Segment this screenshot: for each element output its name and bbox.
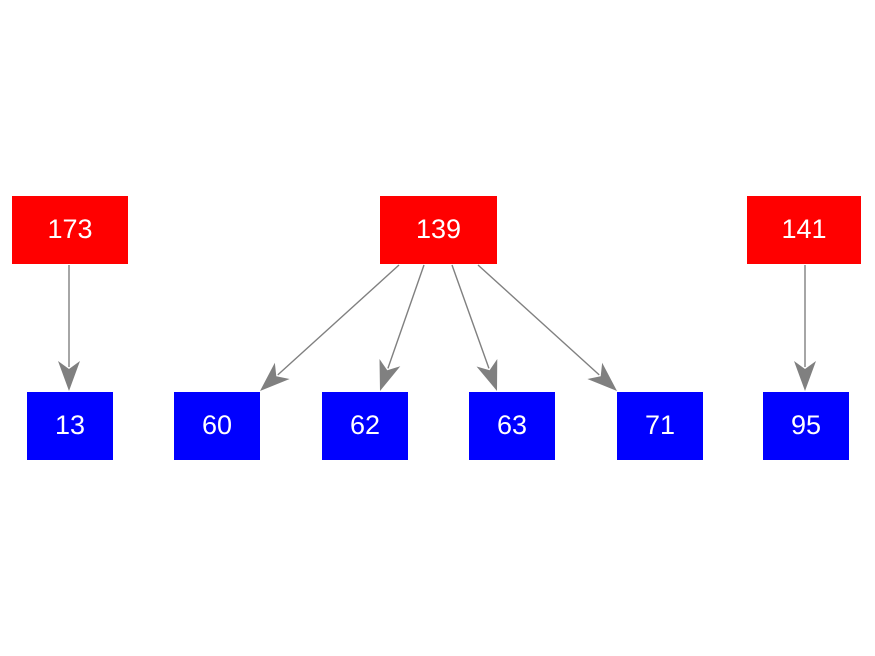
graph-node-139[interactable]: 139 — [380, 196, 497, 264]
graph-node-62[interactable]: 62 — [322, 392, 408, 460]
graph-node-label: 139 — [415, 213, 462, 244]
graph-node-141[interactable]: 141 — [747, 196, 861, 264]
graph-node-label: 63 — [496, 409, 528, 440]
edge-line — [387, 264, 425, 369]
edge-139-to-62 — [379, 264, 425, 391]
arrowhead-icon — [476, 359, 498, 391]
graph-node-95[interactable]: 95 — [763, 392, 849, 460]
graph-node-label: 71 — [644, 409, 676, 440]
edge-line — [277, 264, 400, 376]
graph-node-13[interactable]: 13 — [27, 392, 113, 460]
graph-node-label: 62 — [349, 409, 381, 440]
edge-141-to-95 — [794, 265, 816, 391]
edge-139-to-60 — [260, 264, 400, 391]
edge-line — [451, 264, 490, 369]
arrowhead-icon — [260, 362, 290, 391]
graph-node-label: 60 — [201, 409, 233, 440]
arrowhead-icon — [58, 361, 80, 391]
arrowhead-icon — [587, 362, 617, 391]
graph-node-label: 95 — [790, 409, 822, 440]
arrowhead-icon — [379, 359, 401, 391]
arrowhead-icon — [794, 361, 816, 391]
graph-node-label: 173 — [47, 213, 93, 244]
graph-node-60[interactable]: 60 — [174, 392, 260, 460]
edge-139-to-71 — [477, 264, 617, 391]
graph-node-label: 141 — [781, 213, 827, 244]
graph-node-label: 13 — [54, 409, 86, 440]
edge-line — [477, 264, 600, 376]
graph-node-173[interactable]: 173 — [12, 196, 128, 264]
graph-node-71[interactable]: 71 — [617, 392, 703, 460]
edge-173-to-13 — [58, 265, 80, 391]
edge-139-to-63 — [451, 264, 498, 391]
graph-node-63[interactable]: 63 — [469, 392, 555, 460]
